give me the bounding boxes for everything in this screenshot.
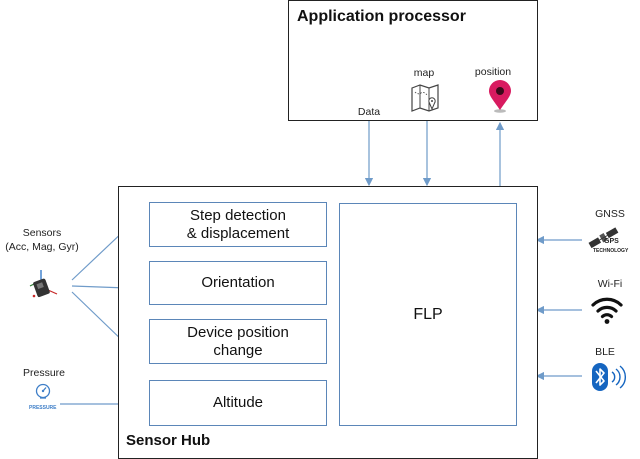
gps-logo-subtext: TECHNOLOGY bbox=[593, 248, 629, 254]
pressure-icon-text: PRESSURE bbox=[29, 405, 57, 411]
data-label: Data bbox=[357, 106, 381, 118]
sensors-arrow-2 bbox=[71, 283, 129, 292]
device-position-change-block: Device position change bbox=[149, 319, 327, 364]
application-processor-title: Application processor bbox=[297, 8, 466, 25]
map-label: map bbox=[413, 67, 435, 79]
sensors-arrow-3 bbox=[71, 291, 128, 346]
step-detection-label: Step detection & displacement bbox=[186, 206, 290, 242]
location-pin-icon bbox=[489, 80, 511, 113]
ble-label: BLE bbox=[595, 346, 615, 358]
wifi-icon bbox=[591, 297, 623, 324]
flp-label: FLP bbox=[413, 305, 443, 323]
imu-sensor-icon bbox=[29, 270, 58, 298]
pressure-label: Pressure bbox=[22, 367, 65, 379]
sensors-label: Sensors (Acc, Mag, Gyr) bbox=[5, 227, 79, 253]
altitude-label: Altitude bbox=[212, 394, 264, 411]
sensor-hub-title: Sensor Hub bbox=[126, 432, 211, 449]
step-detection-block: Step detection & displacement bbox=[149, 202, 327, 247]
device-position-change-label: Device position change bbox=[187, 323, 289, 359]
pressure-sensor-icon bbox=[35, 383, 51, 399]
gnss-label: GNSS bbox=[595, 208, 625, 220]
orientation-label: Orientation bbox=[201, 274, 275, 291]
position-label: position bbox=[474, 66, 512, 78]
bluetooth-icon bbox=[592, 363, 626, 391]
gps-logo-text: GPS bbox=[604, 238, 619, 245]
gps-satellite-icon bbox=[588, 227, 619, 249]
flp-block: FLP bbox=[339, 203, 517, 426]
wifi-label: Wi-Fi bbox=[597, 278, 623, 290]
map-icon bbox=[411, 84, 439, 112]
sensors-arrow-1 bbox=[71, 227, 128, 281]
orientation-block: Orientation bbox=[149, 261, 327, 305]
altitude-block: Altitude bbox=[149, 380, 327, 426]
